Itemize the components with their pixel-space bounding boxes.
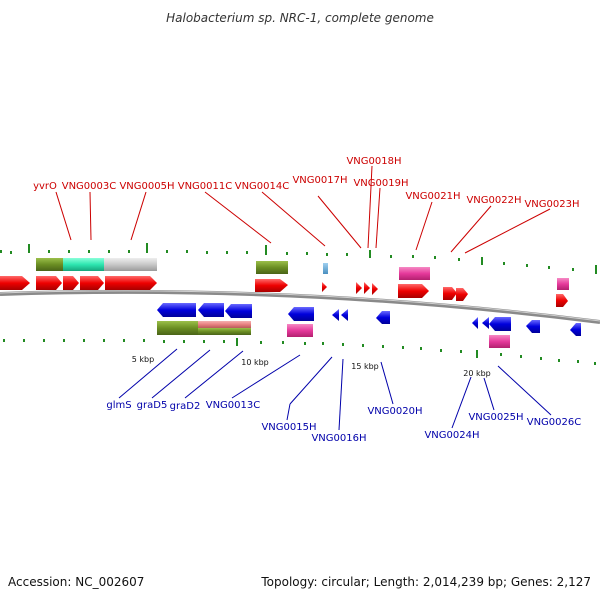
label-yvrO[interactable]: yvrO xyxy=(33,181,57,192)
cog-box-glmS[interactable] xyxy=(157,321,198,335)
gene-arrow-VNG0024H-b[interactable] xyxy=(482,317,489,329)
gene-arrow-VNG0016H[interactable] xyxy=(341,309,348,321)
label-VNG0013C[interactable]: VNG0013C xyxy=(206,400,261,411)
cog-box-graD2-bottom[interactable] xyxy=(224,328,251,335)
label-VNG0024H[interactable]: VNG0024H xyxy=(424,430,479,441)
label-VNG0026C[interactable]: VNG0026C xyxy=(527,417,582,428)
scale-label-20kbp: 20 kbp xyxy=(463,369,491,378)
label-VNG0020H[interactable]: VNG0020H xyxy=(367,406,422,417)
cog-box-VNG0005H[interactable] xyxy=(104,258,157,271)
cog-box-graD2-top[interactable] xyxy=(224,321,251,328)
gene-arrow-yvrO[interactable] xyxy=(36,276,62,290)
label-graD5[interactable]: graD5 xyxy=(137,400,168,411)
top-gene-labels: yvrO VNG0003C VNG0005H VNG0011C VNG0014C… xyxy=(33,156,579,210)
gene-arrow-VNG0017H[interactable] xyxy=(356,282,362,294)
upper-cog-row xyxy=(36,258,569,290)
cog-box-yvrO[interactable] xyxy=(36,258,63,271)
top-leader-lines xyxy=(55,165,551,254)
gene-arrow-graD5[interactable] xyxy=(198,303,224,317)
gene-arrow-VNG0014C[interactable] xyxy=(322,282,327,292)
label-VNG0016H[interactable]: VNG0016H xyxy=(311,433,366,444)
gene-arrow-VNG0021H[interactable] xyxy=(398,284,429,298)
map-title: Halobacterium sp. NRC-1, complete genome xyxy=(166,11,434,25)
cog-box-graD5-bottom[interactable] xyxy=(198,328,224,335)
label-VNG0025H[interactable]: VNG0025H xyxy=(468,412,523,423)
label-VNG0015H[interactable]: VNG0015H xyxy=(261,422,316,433)
outer-upper-ticks xyxy=(0,243,597,274)
cog-box-VNG0021H[interactable] xyxy=(399,267,430,280)
accession-text: Accession: NC_002607 xyxy=(8,575,144,589)
scale-label-5kbp: 5 kbp xyxy=(132,355,154,364)
cog-box-VNG0023H[interactable] xyxy=(557,278,569,290)
gene-arrow-VNG0025H[interactable] xyxy=(489,317,511,331)
gene-arrow-VNG0003C-a[interactable] xyxy=(63,276,79,290)
label-VNG0005H[interactable]: VNG0005H xyxy=(119,181,174,192)
gene-arrow-VNG0013C[interactable] xyxy=(288,307,314,321)
cog-box-VNG0013C[interactable] xyxy=(287,324,313,337)
scale-label-15kbp: 15 kbp xyxy=(351,362,379,371)
gene-arrow-VNG0003C-b[interactable] xyxy=(80,276,104,290)
gene-arrow-glmS[interactable] xyxy=(157,303,196,317)
gene-arrow-VNG0026C[interactable] xyxy=(526,320,540,333)
scale-labels: 5 kbp 10 kbp 15 kbp 20 kbp xyxy=(132,355,491,378)
cog-box-VNG0025H[interactable] xyxy=(489,335,510,348)
label-graD2[interactable]: graD2 xyxy=(170,401,201,412)
label-VNG0018H[interactable]: VNG0018H xyxy=(346,156,401,167)
scale-label-10kbp: 10 kbp xyxy=(241,358,269,367)
backbone-highlight xyxy=(0,290,600,322)
label-VNG0011C[interactable]: VNG0011C xyxy=(178,181,233,192)
reverse-strand-genes xyxy=(157,303,581,336)
gene-arrow-VNG0019H[interactable] xyxy=(372,283,378,295)
genome-backbone xyxy=(0,289,600,324)
cog-box-teal-1[interactable] xyxy=(63,258,80,271)
label-glmS[interactable]: glmS xyxy=(106,400,131,411)
gene-arrow-VNG0020H[interactable] xyxy=(376,311,390,324)
gene-arrow-VNG0022H-a[interactable] xyxy=(443,287,457,300)
cog-box-graD5-top[interactable] xyxy=(198,321,224,328)
gene-arrow-VNG0024H-a[interactable] xyxy=(472,317,478,329)
gene-arrow-VNG0005H[interactable] xyxy=(105,276,157,290)
topology-text: Topology: circular; Length: 2,014,239 bp… xyxy=(260,575,591,589)
label-VNG0021H[interactable]: VNG0021H xyxy=(405,191,460,202)
cog-box-teal-2[interactable] xyxy=(80,258,104,271)
label-VNG0003C[interactable]: VNG0003C xyxy=(62,181,117,192)
gene-arrow-graD2[interactable] xyxy=(225,304,252,318)
label-VNG0014C[interactable]: VNG0014C xyxy=(235,181,290,192)
gene-arrow-VNG0015H[interactable] xyxy=(332,309,339,321)
gene-arrow-VNG0018H[interactable] xyxy=(364,282,370,294)
cog-box-VNG0011C[interactable] xyxy=(256,261,288,274)
forward-strand-genes xyxy=(0,276,568,307)
label-VNG0023H[interactable]: VNG0023H xyxy=(524,199,579,210)
bottom-leader-lines xyxy=(118,348,552,431)
label-VNG0017H[interactable]: VNG0017H xyxy=(292,175,347,186)
label-VNG0019H[interactable]: VNG0019H xyxy=(353,178,408,189)
gene-arrow-right-edge[interactable] xyxy=(570,323,581,336)
lower-cog-row xyxy=(157,321,510,348)
outer-lower-ticks xyxy=(3,338,596,365)
bottom-gene-labels: glmS graD5 graD2 VNG0013C VNG0015H VNG00… xyxy=(106,400,581,444)
gene-arrow-VNG0011C[interactable] xyxy=(255,279,288,292)
gene-arrow-left-edge[interactable] xyxy=(0,276,30,290)
cog-box-VNG0017H[interactable] xyxy=(323,263,328,274)
gene-arrow-VNG0023H[interactable] xyxy=(556,294,568,307)
gene-arrow-VNG0022H-b[interactable] xyxy=(456,288,468,301)
label-VNG0022H[interactable]: VNG0022H xyxy=(466,195,521,206)
